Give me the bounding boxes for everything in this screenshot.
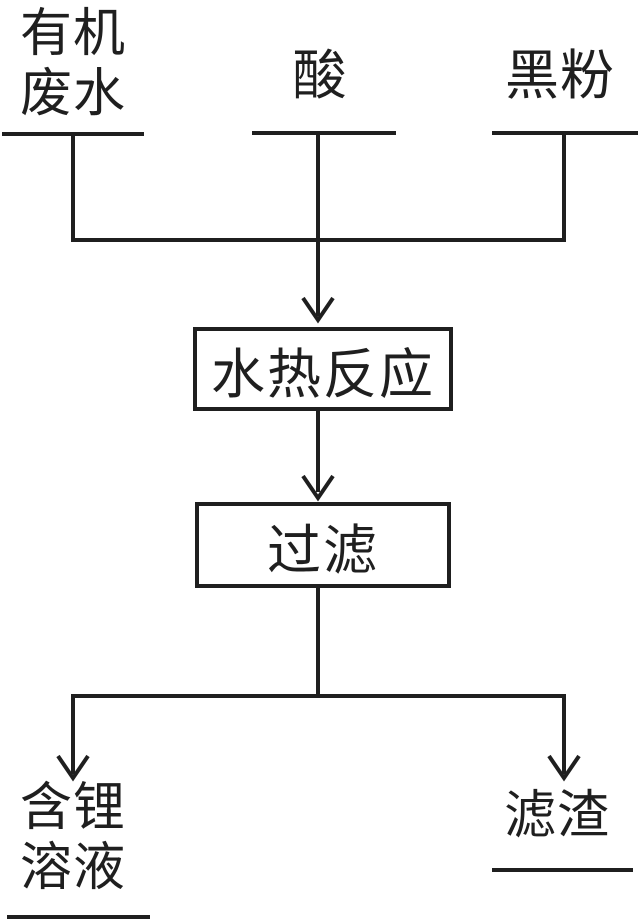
node-lithium-solution: 含锂 溶液 — [19, 779, 126, 897]
arrowhead-to-hydrothermal — [301, 296, 335, 324]
node-black-powder: 黑粉 — [505, 46, 615, 106]
filtration-label: 过滤 — [267, 520, 379, 581]
arrowhead-to-lithium-solution — [56, 754, 90, 782]
node-filter-residue: 滤渣 — [503, 787, 610, 845]
arrowhead-to-filter-residue — [547, 754, 581, 782]
node-acid: 酸 — [292, 46, 348, 106]
arrowhead-to-filtration — [301, 474, 335, 502]
node-hydrothermal-reaction: 水热反应 — [193, 327, 453, 411]
hydrothermal-reaction-label: 水热反应 — [211, 344, 435, 405]
node-organic-wastewater: 有机 废水 — [19, 5, 126, 123]
node-filtration: 过滤 — [195, 502, 451, 588]
